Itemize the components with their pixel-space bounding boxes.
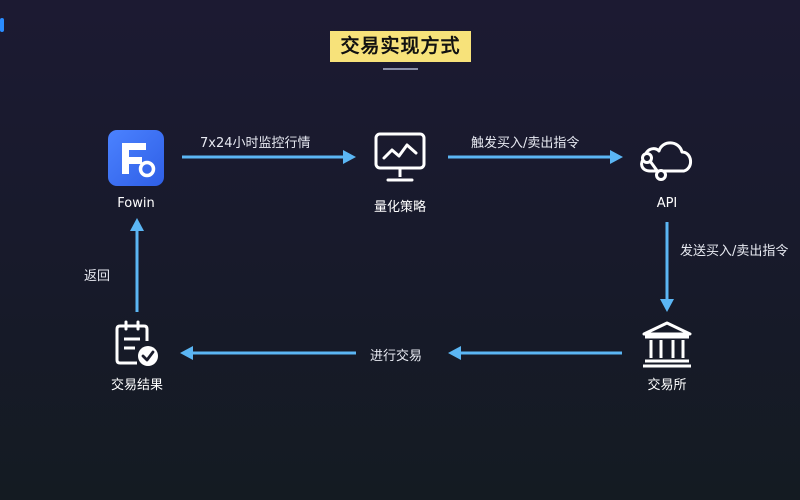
monitor-chart-icon bbox=[374, 132, 426, 182]
page-title: 交易实现方式 bbox=[330, 31, 471, 62]
node-label-result: 交易结果 bbox=[110, 378, 163, 393]
edge-label-return: 返回 bbox=[84, 269, 111, 284]
edge-label-send: 发送买入/卖出指令 bbox=[680, 244, 789, 259]
cloud-link-icon bbox=[640, 141, 692, 181]
bank-building-icon bbox=[642, 321, 692, 368]
edge-label-execute: 进行交易 bbox=[370, 349, 423, 364]
node-label-exchange: 交易所 bbox=[647, 378, 687, 393]
title-underline bbox=[383, 68, 418, 70]
fowin-logo-icon bbox=[108, 130, 164, 186]
node-label-fowin: Fowin bbox=[117, 196, 155, 211]
node-label-strategy: 量化策略 bbox=[373, 200, 426, 215]
left-edge-marker bbox=[0, 18, 4, 32]
node-label-api: API bbox=[656, 196, 678, 211]
edge-label-monitor: 7x24小时监控行情 bbox=[200, 136, 311, 151]
clipboard-check-icon bbox=[115, 320, 158, 366]
edge-label-trigger: 触发买入/卖出指令 bbox=[471, 136, 580, 151]
